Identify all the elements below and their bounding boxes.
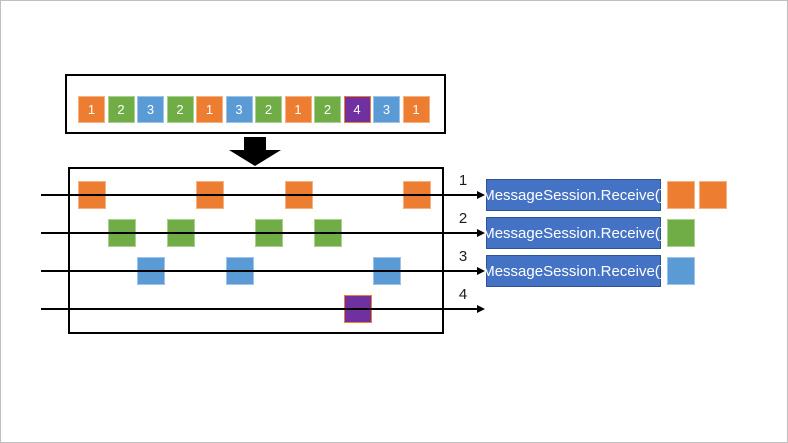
received-message-session2 — [667, 219, 695, 247]
session3-receiver-box: MessageSession.Receive() — [482, 255, 665, 287]
session2-timeline — [41, 232, 479, 234]
session4-timeline — [41, 308, 479, 310]
received-message-session1 — [667, 181, 695, 209]
received-message-session3 — [667, 257, 695, 285]
down-arrow-icon — [229, 137, 281, 166]
session1-receiver-box: MessageSession.Receive() — [482, 179, 665, 211]
queue-message-1: 1 — [284, 96, 312, 123]
queue-message-1: 1 — [78, 96, 105, 123]
queue-message-3: 3 — [373, 96, 400, 123]
queue-message-2: 2 — [107, 96, 135, 123]
session3-label: 3 — [458, 248, 468, 265]
queue-message-2: 2 — [166, 96, 194, 123]
queue-message-1: 1 — [196, 96, 223, 123]
session2-arrowhead-icon — [477, 228, 485, 237]
queue-message-1: 1 — [402, 96, 430, 123]
queue-message-3: 3 — [225, 96, 253, 123]
session1-arrowhead-icon — [477, 190, 485, 199]
queue-message-3: 3 — [137, 96, 164, 123]
queue-message-2: 2 — [314, 96, 341, 123]
session4-label: 4 — [458, 286, 468, 303]
queue-message-4: 4 — [343, 96, 371, 123]
session1-label: 1 — [458, 172, 468, 189]
session3-arrowhead-icon — [477, 266, 485, 275]
received-message-session1 — [699, 181, 727, 209]
queue-message-2: 2 — [255, 96, 282, 123]
session1-timeline — [41, 194, 479, 196]
session2-label: 2 — [458, 210, 468, 227]
session4-arrowhead-icon — [477, 304, 485, 313]
session2-receiver-box: MessageSession.Receive() — [482, 217, 665, 249]
session3-timeline — [41, 270, 479, 272]
